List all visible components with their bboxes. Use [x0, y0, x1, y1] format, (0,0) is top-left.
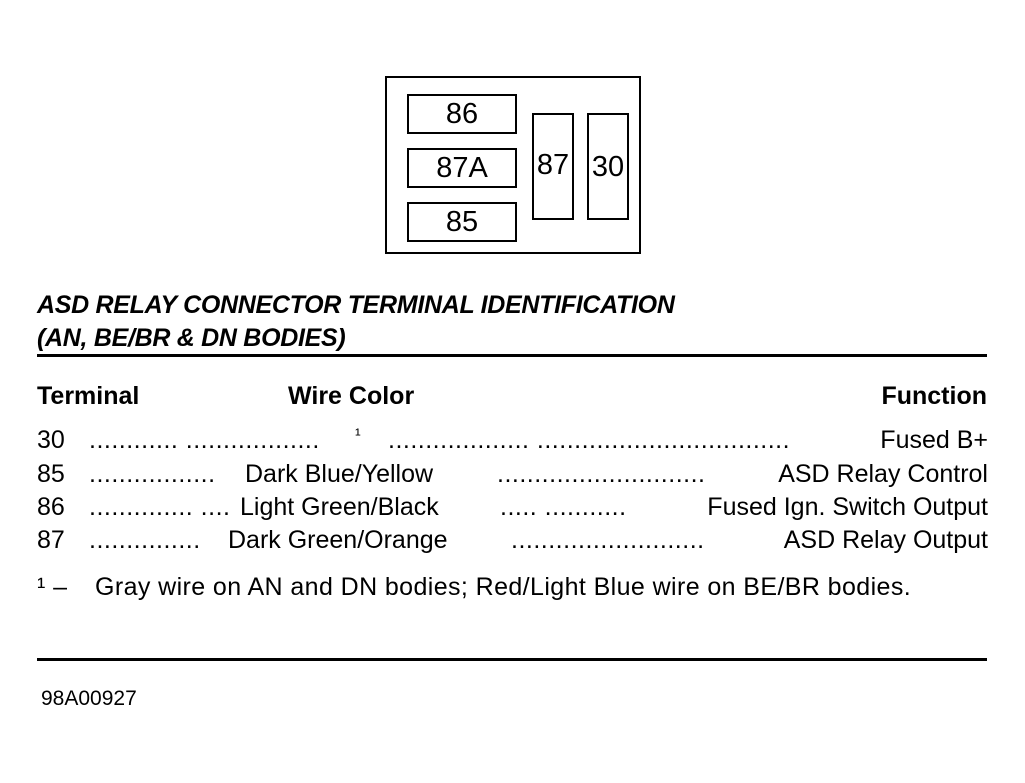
- row-leader-dots: ............................: [497, 460, 706, 488]
- row-function: ASD Relay Output: [783, 526, 988, 554]
- table-row: 85 ................. Dark Blue/Yellow ..…: [37, 458, 988, 491]
- header-function: Function: [881, 382, 987, 410]
- row-terminal: 86: [37, 493, 65, 521]
- figure-code: 98A00927: [41, 687, 137, 710]
- row-terminal: 30: [37, 426, 65, 454]
- row-leader-dots: ..........................: [511, 526, 705, 554]
- terminal-85-cavity: 85: [407, 202, 517, 242]
- row-terminal: 87: [37, 526, 65, 554]
- title-line-2: (AN, BE/BR & DN BODIES): [37, 324, 346, 352]
- footnote-marker: ¹ –: [37, 573, 68, 601]
- title-line-1: ASD RELAY CONNECTOR TERMINAL IDENTIFICAT…: [37, 291, 675, 319]
- row-leader-dots: .............. ....: [89, 493, 231, 521]
- row-leader-dots: ............ ..................: [89, 426, 320, 454]
- table-row: 86 .............. .... Light Green/Black…: [37, 491, 988, 524]
- bottom-divider: [37, 658, 987, 661]
- header-wire-color: Wire Color: [288, 382, 415, 410]
- terminal-87-cavity: 87: [532, 113, 574, 220]
- diagram-title: ASD RELAY CONNECTOR TERMINAL IDENTIFICAT…: [37, 289, 675, 355]
- terminal-87a-cavity: 87A: [407, 148, 517, 188]
- row-wire-color: Light Green/Black: [240, 493, 439, 521]
- row-leader-dots: .................: [89, 460, 216, 488]
- row-terminal: 85: [37, 460, 65, 488]
- terminal-30-cavity: 30: [587, 113, 629, 220]
- row-wire-color: Dark Green/Orange: [228, 526, 448, 554]
- table-row: 87 ............... Dark Green/Orange ...…: [37, 524, 988, 557]
- header-terminal: Terminal: [37, 382, 140, 410]
- row-leader-dots: ...............: [89, 526, 201, 554]
- row-leader-dots: ................... ....................…: [388, 426, 791, 454]
- row-leader-dots: ..... ...........: [500, 493, 627, 521]
- table-row: 30 ............ .................. ¹ ...…: [37, 424, 988, 457]
- footnote-text: Gray wire on AN and DN bodies; Red/Light…: [95, 573, 912, 601]
- row-function: ASD Relay Control: [778, 460, 988, 488]
- terminal-86-cavity: 86: [407, 94, 517, 134]
- row-function: Fused Ign. Switch Output: [707, 493, 988, 521]
- row-wire-color: ¹: [355, 425, 361, 444]
- top-divider: [37, 354, 987, 357]
- relay-connector-diagram: 86 87A 85 87 30: [385, 76, 641, 254]
- row-wire-color: Dark Blue/Yellow: [245, 460, 434, 488]
- row-function: Fused B+: [880, 426, 988, 454]
